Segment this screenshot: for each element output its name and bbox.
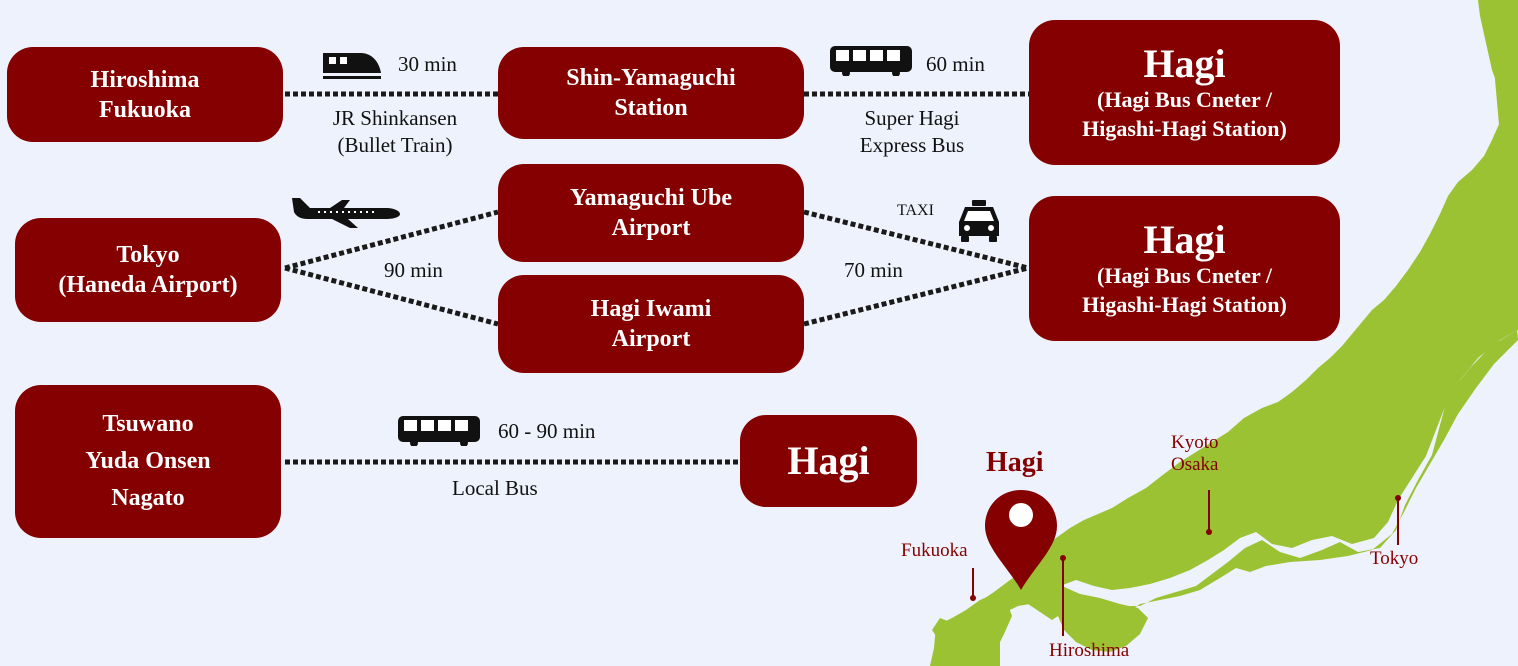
connector-ube-hagi (803, 209, 1029, 271)
map-label-kyoto-osaka: Kyoto Osaka (1171, 432, 1219, 476)
node-yamaguchi-ube-airport: Yamaguchi Ube Airport (498, 164, 804, 262)
leg-mode-row1-leg1: JR Shinkansen (Bullet Train) (300, 105, 490, 160)
leg-time-row1-leg1: 30 min (398, 52, 457, 76)
leg-time-row2-leg2: 70 min (844, 258, 903, 282)
node-line: Higashi-Hagi Station) (1082, 115, 1287, 141)
city-marker-fukuoka (970, 568, 976, 601)
caption-line: Super Hagi (864, 106, 960, 130)
leg-time-row1-leg2: 60 min (926, 52, 985, 76)
node-line: (Hagi Bus Cneter / (1097, 262, 1272, 288)
node-title: Hagi (1143, 40, 1226, 86)
leg-time-row2-leg1: 90 min (384, 258, 443, 282)
node-line: Tsuwano (102, 410, 194, 437)
node-line: Station (614, 95, 688, 121)
node-line: Yuda Onsen (85, 447, 211, 474)
node-line: Nagato (111, 485, 185, 512)
leg-mode-row1-leg2: Super Hagi Express Bus (832, 105, 992, 160)
node-line: (Hagi Bus Cneter / (1097, 86, 1272, 112)
connector-iwami-hagi (803, 265, 1029, 327)
node-line: Tokyo (116, 242, 180, 268)
node-line: Yamaguchi Ube (569, 185, 732, 211)
connector-tokyo-ube (284, 209, 499, 271)
node-shin-yamaguchi-station: Shin-Yamaguchi Station (498, 47, 804, 139)
node-title: Hagi (1143, 216, 1226, 262)
node-line: Airport (611, 326, 691, 352)
node-hagi-iwami-airport: Hagi Iwami Airport (498, 275, 804, 373)
city-marker-hiroshima (1060, 555, 1066, 636)
map-label-line: Osaka (1171, 453, 1219, 475)
map-label-line: Kyoto (1171, 432, 1219, 453)
bus-icon (396, 414, 482, 451)
city-marker-tokyo (1395, 495, 1401, 545)
node-hiroshima-fukuoka: Hiroshima Fukuoka (7, 47, 283, 142)
node-tsuwano-yuda-nagato: Tsuwano Yuda Onsen Nagato (15, 385, 281, 538)
node-line: (Haneda Airport) (58, 272, 238, 298)
node-line: Higashi-Hagi Station) (1082, 291, 1287, 317)
map-label-hiroshima: Hiroshima (1049, 640, 1130, 661)
connector-tokyo-iwami (284, 265, 499, 327)
node-line: Shin-Yamaguchi (566, 65, 736, 91)
node-line: Hagi Iwami (590, 296, 712, 322)
node-line: Airport (611, 215, 691, 241)
node-hagi-destination-2: Hagi (Hagi Bus Cneter / Higashi-Hagi Sta… (1029, 196, 1340, 341)
leg-mode-row2-leg2: TAXI (897, 202, 934, 219)
caption-line: Express Bus (859, 133, 965, 158)
leg-mode-row3: Local Bus (452, 476, 538, 500)
airplane-icon (286, 186, 402, 235)
node-tokyo-haneda: Tokyo (Haneda Airport) (15, 218, 281, 322)
caption-line: JR Shinkansen (332, 106, 458, 130)
node-hagi-destination-3: Hagi (740, 415, 917, 507)
node-line: Hiroshima (90, 66, 200, 93)
map-marker-label-hagi: Hagi (986, 447, 1044, 478)
node-title: Hagi (787, 438, 870, 483)
map-label-tokyo: Tokyo (1370, 548, 1419, 569)
location-pin-icon (985, 490, 1057, 590)
bus-icon (828, 44, 914, 81)
city-marker-kyoto-osaka (1206, 490, 1212, 535)
taxi-icon (955, 198, 1003, 249)
leg-time-row3: 60 - 90 min (498, 419, 596, 443)
bullet-train-icon (321, 47, 383, 86)
caption-line: (Bullet Train) (337, 133, 453, 158)
map-label-fukuoka: Fukuoka (901, 540, 968, 561)
node-hagi-destination-1: Hagi (Hagi Bus Cneter / Higashi-Hagi Sta… (1029, 20, 1340, 165)
node-line: Fukuoka (98, 96, 192, 123)
